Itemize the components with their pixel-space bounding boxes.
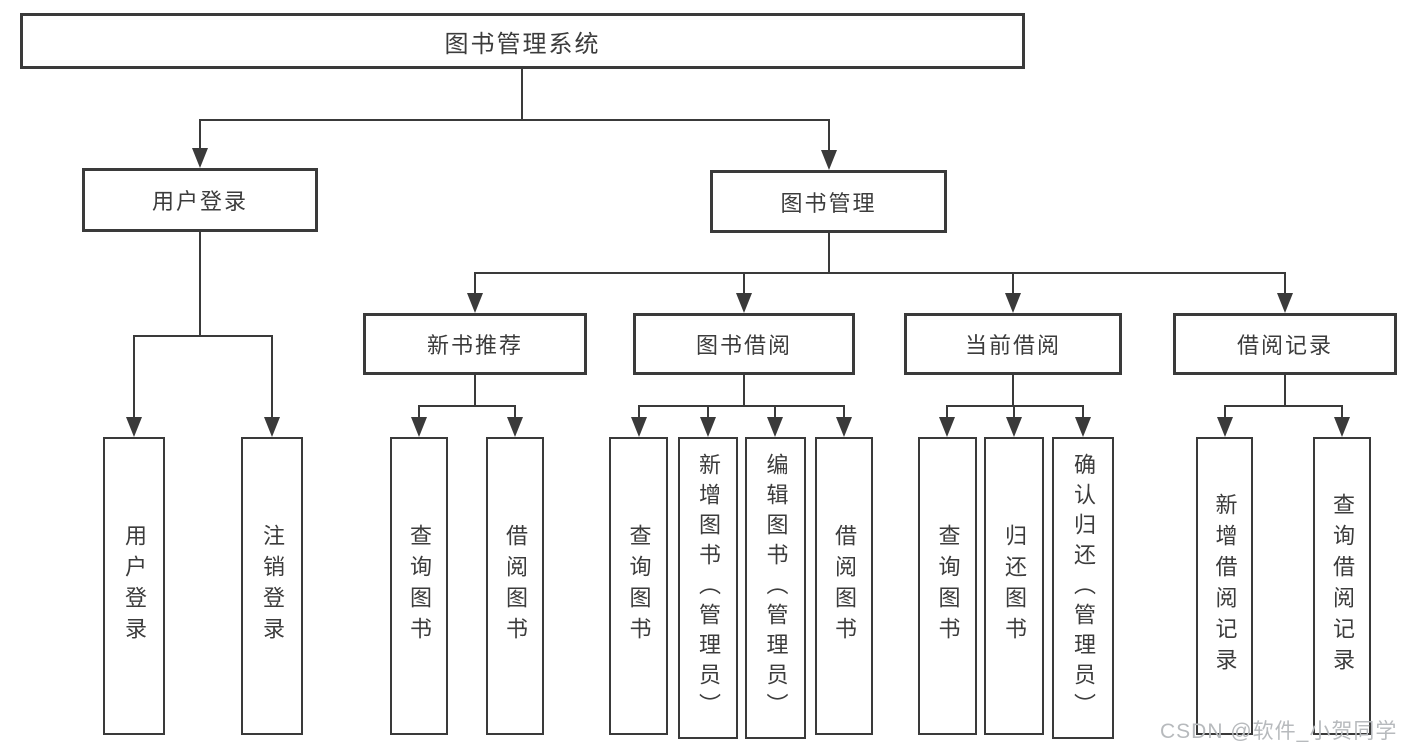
arrow-down-icon [836,417,852,437]
arrow-down-icon [700,417,716,437]
connector-line [474,375,476,407]
leaf-query-borrow-record: 查询借阅记录 [1313,437,1371,735]
connector-line [1224,405,1343,407]
connector-line [743,375,745,407]
connector-line [1224,405,1226,419]
connector-line [1284,375,1286,407]
arrow-down-icon [1006,417,1022,437]
connector-line [199,232,201,336]
arrow-down-icon [1277,293,1293,313]
connector-line [418,405,516,407]
connector-line [843,405,845,419]
arrow-down-icon [767,417,783,437]
arrow-down-icon [467,293,483,313]
arrow-down-icon [736,293,752,313]
node-book-borrowing: 图书借阅 [633,313,855,375]
connector-line [946,405,1084,407]
connector-line [474,272,1285,274]
leaf-add-borrow-record: 新增借阅记录 [1196,437,1253,735]
connector-line [418,405,420,419]
arrow-down-icon [1075,417,1091,437]
leaf-add-books-admin: 新增图书（管理员） [678,437,738,739]
node-new-book-recommendation: 新书推荐 [363,313,587,375]
node-user-login: 用户登录 [82,168,318,232]
arrow-down-icon [411,417,427,437]
connector-line [521,69,523,121]
node-library-management-system: 图书管理系统 [20,13,1025,69]
connector-line [474,272,476,296]
csdn-watermark: CSDN @软件_小贺同学 [1160,720,1398,743]
arrow-down-icon [1005,293,1021,313]
node-borrowing-records: 借阅记录 [1173,313,1397,375]
arrow-down-icon [939,417,955,437]
arrow-down-icon [507,417,523,437]
connector-line [271,335,273,420]
arrow-down-icon [1334,417,1350,437]
leaf-query-books-current: 查询图书 [918,437,977,735]
connector-line [1284,272,1286,296]
leaf-confirm-return-admin: 确认归还（管理员） [1052,437,1114,739]
connector-line [828,233,830,274]
connector-line [1012,375,1014,407]
connector-line [199,119,830,121]
arrow-down-icon [821,150,837,170]
leaf-query-books-recommend: 查询图书 [390,437,448,735]
arrow-down-icon [126,417,142,437]
arrow-down-icon [192,148,208,168]
connector-line [514,405,516,419]
leaf-query-books-borrowing: 查询图书 [609,437,668,735]
connector-line [1012,272,1014,296]
leaf-borrow-books-recommend: 借阅图书 [486,437,544,735]
leaf-user-login: 用户登录 [103,437,165,735]
arrow-down-icon [1217,417,1233,437]
leaf-return-books: 归还图书 [984,437,1044,735]
arrow-down-icon [631,417,647,437]
connector-line [199,119,201,151]
connector-line [638,405,845,407]
arrow-down-icon [264,417,280,437]
connector-line [1082,405,1084,419]
connector-line [707,405,709,419]
connector-line [1341,405,1343,419]
connector-line [133,335,135,420]
connector-line [133,335,273,337]
leaf-logout: 注销登录 [241,437,303,735]
node-current-borrowing: 当前借阅 [904,313,1122,375]
leaf-borrow-books: 借阅图书 [815,437,873,735]
leaf-edit-books-admin: 编辑图书（管理员） [745,437,806,739]
connector-line [828,119,830,153]
connector-line [638,405,640,419]
node-book-management: 图书管理 [710,170,947,233]
connector-line [1013,405,1015,419]
connector-line [774,405,776,419]
connector-line [743,272,745,296]
connector-line [946,405,948,419]
